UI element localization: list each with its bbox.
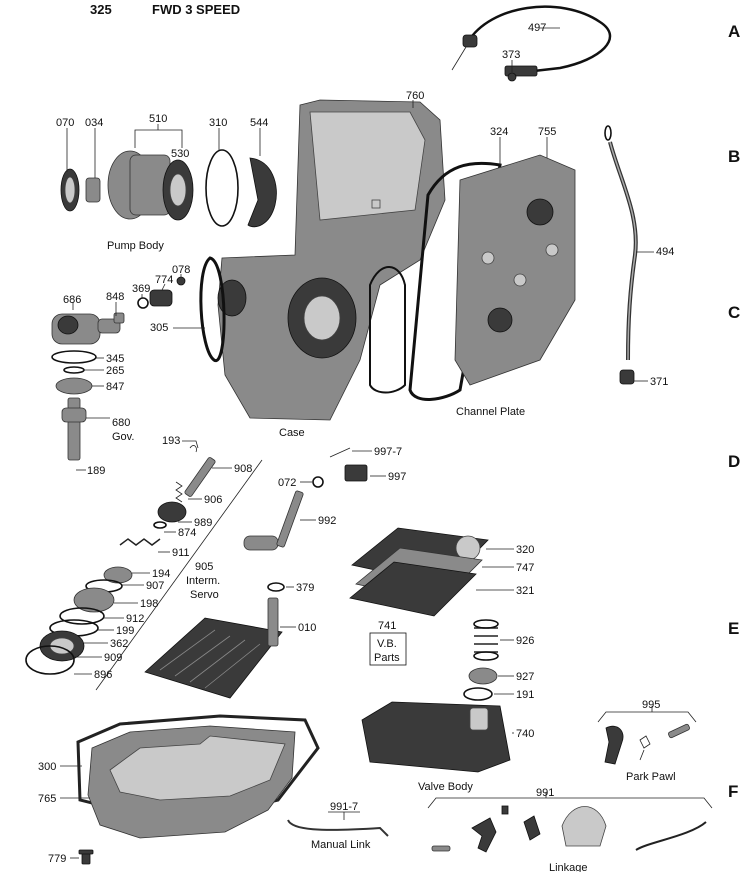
- row-label-f: F: [728, 782, 738, 801]
- callout-908: 908: [234, 463, 252, 475]
- pump-body-caption: Pump Body: [107, 240, 164, 252]
- callout-680: 680: [112, 417, 130, 429]
- diagram-title: FWD 3 SPEED: [152, 2, 240, 17]
- callout-991-7: 991-7: [330, 801, 358, 813]
- governor-icon: [51, 276, 186, 471]
- callout-911: 911: [172, 547, 190, 559]
- callout-193: 193: [162, 435, 180, 447]
- callout-907: 907: [146, 580, 164, 592]
- callout-755: 755: [538, 126, 556, 138]
- callout-995: 995: [642, 699, 660, 711]
- row-label-b: B: [728, 147, 740, 166]
- callout-310: 310: [209, 117, 227, 129]
- callout-926: 926: [516, 635, 534, 647]
- callout-078: 078: [172, 264, 190, 276]
- callout-072: 072: [278, 477, 296, 489]
- callout-848: 848: [106, 291, 124, 303]
- callout-494: 494: [656, 246, 674, 258]
- callout-997: 997: [388, 471, 406, 483]
- callout-989: 989: [194, 517, 212, 529]
- callout-199: 199: [116, 625, 134, 637]
- callout-991: 991: [536, 787, 554, 799]
- callout-189: 189: [87, 465, 105, 477]
- park-pawl-caption: Park Pawl: [626, 771, 676, 783]
- oil-filter-icon: [144, 597, 283, 699]
- callout-740: 740: [516, 728, 534, 740]
- linkage-caption: Linkage: [549, 862, 588, 872]
- row-label-a: A: [728, 22, 740, 41]
- vb-caption: V.B.: [377, 638, 397, 650]
- callout-320: 320: [516, 544, 534, 556]
- cable-icon: [451, 5, 612, 82]
- callout-510: 510: [149, 113, 167, 125]
- callout-373: 373: [502, 49, 520, 61]
- callout-544: 544: [250, 117, 268, 129]
- callout-765: 765: [38, 793, 56, 805]
- interm-caption: Interm.: [186, 575, 220, 587]
- channel-plate-caption: Channel Plate: [456, 406, 525, 418]
- callout-905: 905: [195, 561, 213, 573]
- row-label-e: E: [728, 619, 739, 638]
- callout-774: 774: [155, 274, 173, 286]
- vb-parts-box: [369, 632, 407, 666]
- callout-034: 034: [85, 117, 103, 129]
- callout-305: 305: [150, 322, 168, 334]
- channel-plate-icon: [454, 154, 576, 386]
- callout-198: 198: [140, 598, 158, 610]
- valve-body-caption: Valve Body: [418, 781, 473, 793]
- callout-362: 362: [110, 638, 128, 650]
- callout-191: 191: [516, 689, 534, 701]
- row-label-d: D: [728, 452, 740, 471]
- callout-912: 912: [126, 613, 144, 625]
- callout-909: 909: [104, 652, 122, 664]
- callout-992: 992: [318, 515, 336, 527]
- callout-497: 497: [528, 22, 546, 34]
- parts-caption: Parts: [374, 652, 400, 664]
- callout-741: 741: [378, 620, 396, 632]
- callout-747: 747: [516, 562, 534, 574]
- callout-345: 345: [106, 353, 124, 365]
- callout-896: 896: [94, 669, 112, 681]
- linkage-icon: [431, 805, 707, 853]
- callout-070: 070: [56, 117, 74, 129]
- callout-010: 010: [298, 622, 316, 634]
- dipstick-tube-icon: [604, 125, 638, 385]
- callout-906: 906: [204, 494, 222, 506]
- callout-530: 530: [171, 148, 189, 160]
- callout-779: 779: [48, 853, 66, 865]
- callout-874: 874: [178, 527, 196, 539]
- manual-link-caption: Manual Link: [311, 839, 371, 851]
- row-label-c: C: [728, 303, 740, 322]
- callout-927: 927: [516, 671, 534, 683]
- park-pawl-icon: [604, 723, 690, 765]
- callout-194: 194: [152, 568, 170, 580]
- callout-379: 379: [296, 582, 314, 594]
- pump-body-icon: [60, 149, 277, 228]
- oil-pan-icon: [76, 714, 320, 865]
- diagram-code: 325: [90, 2, 112, 17]
- callout-371: 371: [650, 376, 668, 388]
- gov-caption: Gov.: [112, 431, 134, 443]
- callout-369: 369: [132, 283, 150, 295]
- callout-847: 847: [106, 381, 124, 393]
- servo-piston-icon: [25, 445, 216, 675]
- callout-760: 760: [406, 90, 424, 102]
- callout-300: 300: [38, 761, 56, 773]
- valve-body-icon: [349, 527, 511, 773]
- case-caption: Case: [279, 427, 305, 439]
- callout-324: 324: [490, 126, 508, 138]
- callout-265: 265: [106, 365, 124, 377]
- servo-caption: Servo: [190, 589, 219, 601]
- callout-686: 686: [63, 294, 81, 306]
- callout-997-7: 997-7: [374, 446, 402, 458]
- transmission-case-icon: [217, 99, 446, 421]
- callout-321: 321: [516, 585, 534, 597]
